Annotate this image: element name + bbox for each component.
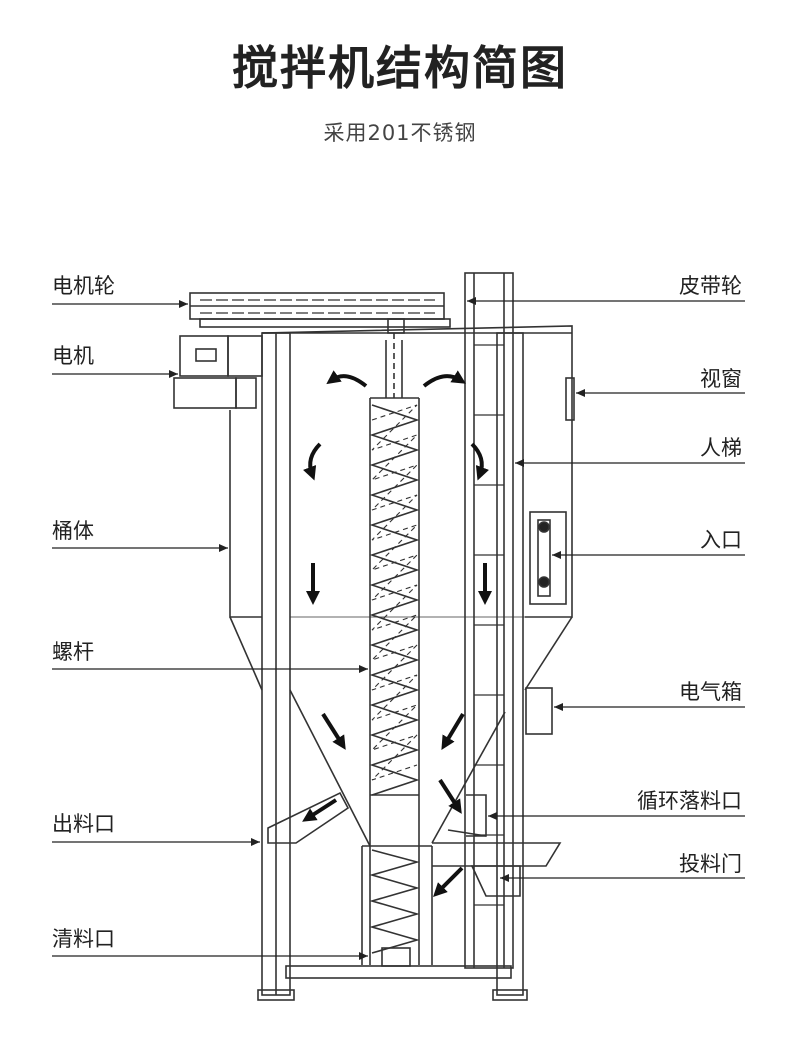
electric-box xyxy=(525,687,553,735)
right-frame-leg xyxy=(496,332,524,996)
label-cleaning-port: 清料口 xyxy=(52,927,115,951)
base-frame xyxy=(285,965,512,979)
label-barrel: 桶体 xyxy=(52,519,94,543)
circulation-port xyxy=(466,794,487,837)
label-screw: 螺杆 xyxy=(52,640,94,664)
viewing-window xyxy=(565,377,575,421)
inlet-box xyxy=(529,511,567,605)
ladder-rungs xyxy=(474,344,504,906)
ladder-rails xyxy=(464,272,514,969)
label-circulation-port: 循环落料口 xyxy=(637,789,742,813)
label-motor-pulley: 电机轮 xyxy=(52,274,115,298)
label-feed-door: 投料门 xyxy=(679,852,742,876)
screw-flight xyxy=(369,404,420,796)
outlet-chute xyxy=(267,791,350,844)
label-electric-box: 电气箱 xyxy=(679,680,742,704)
label-belt-pulley: 皮带轮 xyxy=(679,274,742,298)
motor-body xyxy=(179,335,229,377)
label-ladder: 人梯 xyxy=(700,436,742,460)
label-inlet: 入口 xyxy=(700,528,742,552)
label-motor: 电机 xyxy=(52,344,94,368)
diagram-title: 搅拌机结构简图 xyxy=(232,41,568,95)
label-outlet: 出料口 xyxy=(52,812,115,836)
label-window: 视窗 xyxy=(700,367,742,391)
diagram-subtitle: 采用201不锈钢 xyxy=(323,121,477,145)
barrel-right-wall xyxy=(525,333,573,618)
barrel-left-wall xyxy=(229,410,262,618)
